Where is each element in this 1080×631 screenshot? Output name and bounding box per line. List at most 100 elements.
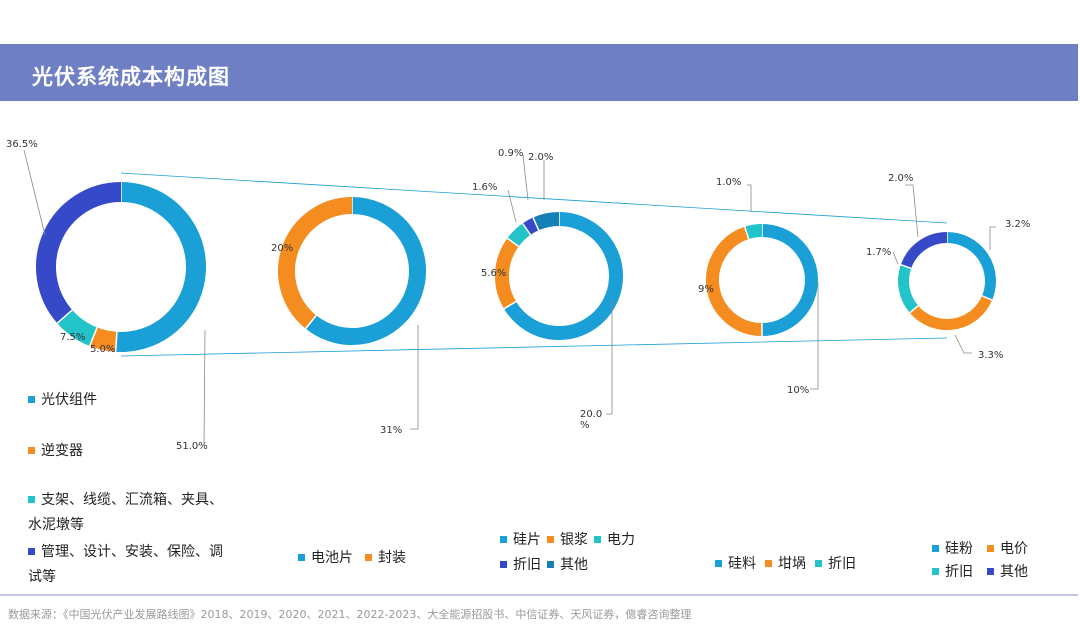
legend-swatch	[594, 535, 601, 543]
data-label: 5.6%	[481, 268, 506, 279]
legend-label: 电池片	[311, 550, 353, 566]
connector-line-top	[120, 172, 948, 224]
legend-swatch	[815, 559, 822, 567]
legend-item-management: 管理、设计、安装、保险、调 试等	[28, 540, 223, 590]
data-label: 3.3%	[978, 350, 1003, 361]
source-note: 数据来源：《中国光伏产业发展路线图》2018、2019、2020、2021、20…	[8, 608, 692, 621]
legend-swatch	[500, 535, 507, 543]
leader-line	[905, 184, 919, 238]
donut-slice	[89, 327, 118, 352]
legend-item-bracket: 支架、线缆、汇流箱、夹具、 水泥墩等	[28, 488, 223, 538]
slice-separator	[506, 237, 520, 248]
data-label: 51.0%	[176, 441, 208, 452]
legend-swatch	[28, 495, 35, 503]
slice-separator	[900, 264, 912, 270]
donut-slice	[706, 226, 763, 336]
leader-line	[522, 154, 529, 201]
donut-slice	[900, 232, 948, 269]
data-label: 10%	[787, 385, 809, 396]
legend-label: 支架、线缆、汇流箱、夹具、	[41, 492, 223, 508]
slice-separator	[56, 309, 73, 324]
legend-label: 银浆	[560, 532, 588, 548]
slice-separator	[114, 331, 118, 352]
legend-label: 其他	[560, 557, 588, 573]
footer-divider	[0, 594, 1078, 596]
legend-item-silver-paste: 银浆	[547, 529, 588, 549]
legend-item-electricity-price: 电价	[987, 538, 1028, 558]
slice-separator	[532, 217, 540, 231]
data-label: 0.9%	[498, 148, 523, 159]
legend-label: 坩埚	[778, 556, 806, 572]
legend-swatch	[547, 535, 554, 543]
legend-item-cell: 电池片	[298, 547, 353, 567]
legend-item-power: 电力	[594, 529, 635, 549]
slice-separator	[305, 314, 317, 330]
leader-line	[747, 184, 752, 212]
legend-swatch	[987, 544, 994, 552]
legend-swatch	[987, 567, 994, 575]
leader-line	[23, 149, 46, 236]
legend-label: 折旧	[945, 564, 973, 580]
page-title: 光伏系统成本构成图	[32, 65, 230, 89]
legend-label: 硅料	[728, 556, 756, 572]
donut-slice	[946, 232, 996, 301]
slice-separator	[909, 305, 919, 314]
legend-swatch	[547, 560, 554, 568]
legend-swatch	[932, 544, 939, 552]
legend-item-inverter: 逆变器	[28, 440, 83, 460]
legend-label: 硅片	[513, 532, 541, 548]
data-label: 3.2%	[1005, 219, 1030, 230]
legend-item-encapsulation: 封装	[365, 547, 406, 567]
donut-slice	[898, 264, 919, 313]
leader-line	[989, 226, 996, 250]
data-label: 7.5%	[60, 332, 85, 343]
legend-swatch	[765, 559, 772, 567]
legend-label: 逆变器	[41, 443, 83, 459]
slice-separator	[89, 327, 98, 347]
donut-chart-area: 51.0%5.0%7.5%36.5%31%20%20.0%5.6%1.6%0.9…	[6, 139, 1030, 452]
donut-slice	[522, 217, 539, 235]
leader-line	[196, 329, 206, 446]
leader-line	[410, 325, 419, 430]
leader-line	[810, 282, 819, 390]
donut-slice	[504, 212, 623, 340]
donut-slice	[761, 224, 818, 336]
legend-label: 折旧	[828, 556, 856, 572]
legend-swatch	[28, 395, 35, 403]
legend-label-cont: 水泥墩等	[28, 517, 84, 533]
legend-item-module: 光伏组件	[28, 389, 97, 409]
legend-swatch	[932, 567, 939, 575]
donut-slice	[909, 295, 993, 330]
donut-slice	[36, 182, 122, 324]
legend-label: 电价	[1000, 541, 1028, 557]
data-label: 9%	[698, 284, 714, 295]
legend-item-depreciation: 折旧	[932, 561, 973, 581]
leader-line	[892, 251, 899, 265]
legend-swatch	[715, 559, 722, 567]
legend-swatch	[500, 560, 507, 568]
leader-line	[954, 334, 972, 354]
legend-item-polysilicon: 硅料	[715, 553, 756, 573]
donut-slice	[115, 182, 206, 352]
slice-separator	[503, 300, 517, 310]
leader-line	[507, 189, 517, 223]
data-label: 5.0%	[90, 344, 115, 355]
legend-item-depreciation: 折旧	[815, 553, 856, 573]
legend-label: 管理、设计、安装、保险、调	[41, 544, 223, 560]
legend-item-crucible: 坩埚	[765, 553, 806, 573]
legend-swatch	[28, 446, 35, 454]
legend-swatch	[365, 553, 372, 561]
legend-label: 其他	[1000, 564, 1028, 580]
legend-item-silicon-powder: 硅粉	[932, 538, 973, 558]
legend-label: 光伏组件	[41, 392, 97, 408]
donut-slice	[744, 223, 763, 240]
donut-slice	[533, 212, 560, 231]
data-label: %	[580, 420, 590, 431]
data-label: 20%	[271, 243, 293, 254]
donut-slice	[507, 223, 531, 247]
data-label: 2.0%	[888, 173, 913, 184]
legend-label: 硅粉	[945, 541, 973, 557]
legend-label-cont: 试等	[28, 569, 56, 585]
legend-swatch	[298, 553, 305, 561]
donut-slice	[495, 238, 519, 309]
